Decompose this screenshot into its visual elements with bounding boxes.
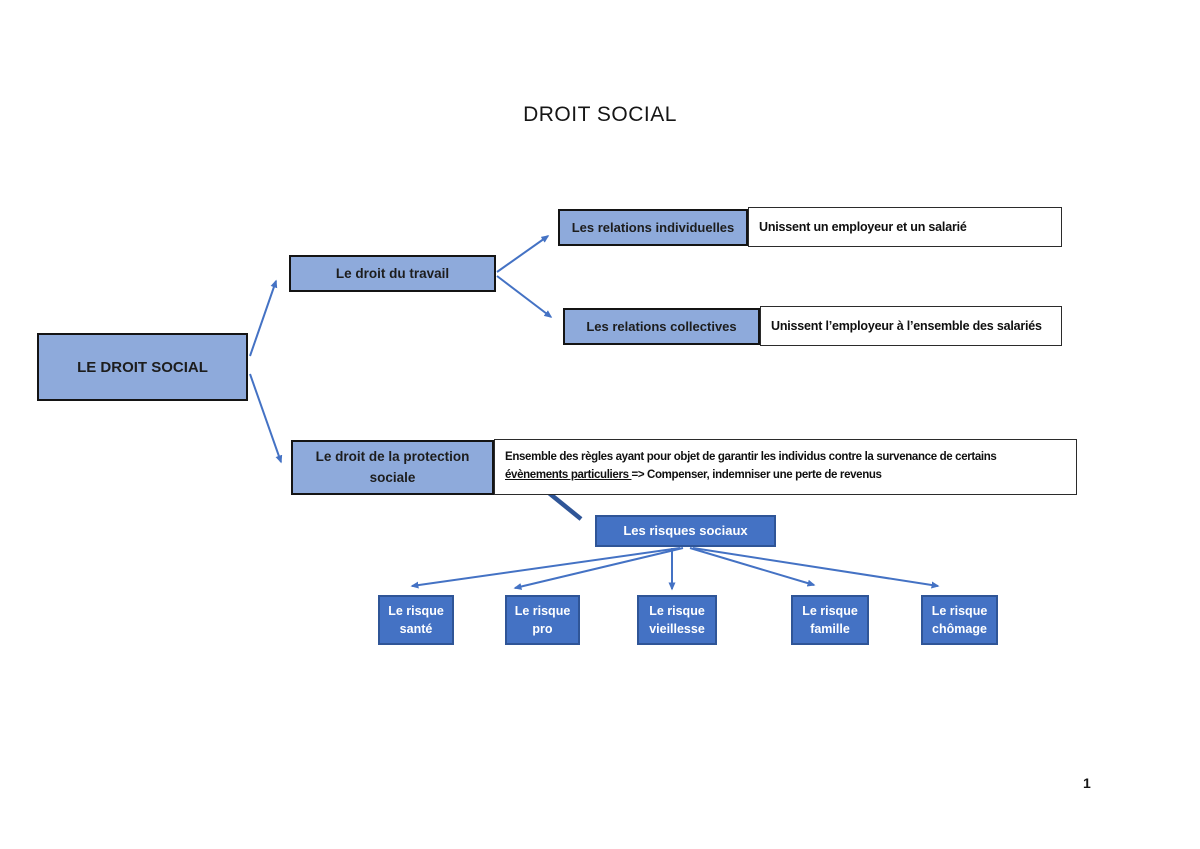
definition-text: Unissent l’employeur à l’ensemble des sa… [771,319,1042,333]
node-droit-du-travail: Le droit du travail [289,255,496,292]
node-risque-famille: Le risque famille [791,595,869,645]
arrow-risques-to-sante [410,547,681,589]
definition-protection-sociale: Ensemble des règles ayant pour objet de … [494,439,1077,495]
definition-line-1: Ensemble des règles ayant pour objet de … [505,451,997,464]
arrow-root-to-protection [249,373,283,464]
arrow-root-to-travail [249,279,278,357]
node-risques-sociaux: Les risques sociaux [595,515,776,547]
node-relations-individuelles: Les relations individuelles [558,209,748,246]
node-label: Le risque vieillesse [649,603,705,636]
node-label: Le droit du travail [335,266,450,281]
node-label: Les relations individuelles [571,220,735,235]
definition-line-2: évènements particuliers => Compenser, in… [505,469,882,481]
definition-relations-collectives: Unissent l’employeur à l’ensemble des sa… [760,306,1062,346]
arrow-travail-to-collectives [496,275,553,318]
node-risque-pro: Le risque pro [505,595,580,645]
definition-underlined-text: évènements particuliers [505,469,632,481]
node-label: Les risques sociaux [623,522,748,538]
node-label: Le risque santé [388,603,444,636]
page-title: DROIT SOCIAL [523,103,677,126]
node-label: Le risque famille [802,603,858,636]
arrow-travail-to-individuelles [496,235,550,273]
arrow-risques-to-chomage [692,547,940,589]
node-label: Les relations collectives [586,319,737,334]
node-risque-chomage: Le risque chômage [921,595,998,645]
node-risque-vieillesse: Le risque vieillesse [637,595,717,645]
definition-relations-individuelles: Unissent un employeur et un salarié [748,207,1062,247]
node-protection-sociale: Le droit de la protection sociale [291,440,494,495]
node-label: Le risque pro [514,603,571,636]
node-label: LE DROIT SOCIAL [77,358,208,376]
node-relations-collectives: Les relations collectives [563,308,760,345]
definition-text: Unissent un employeur et un salarié [759,220,967,234]
arrow-risques-to-famille [689,547,816,587]
node-risque-sante: Le risque santé [378,595,454,645]
node-label: Le risque chômage [931,603,988,636]
node-label: Le droit de la protection sociale [315,449,470,485]
arrow-risques-to-pro [513,547,684,590]
node-le-droit-social: LE DROIT SOCIAL [37,333,248,401]
page-number: 1 [1083,775,1091,791]
